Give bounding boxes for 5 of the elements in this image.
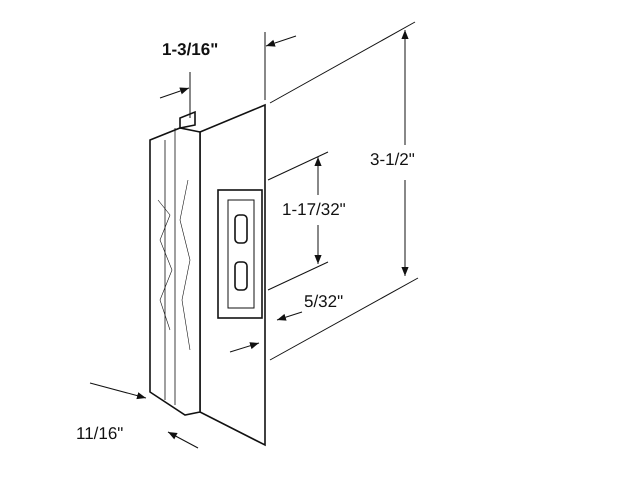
dimension-label: 11/16" xyxy=(76,424,124,444)
dimension-label: 1-3/16" xyxy=(162,40,218,60)
dimension-label: 1-17/32" xyxy=(282,200,346,220)
dimension-label: 5/32" xyxy=(304,292,344,312)
dimension-label: 3-1/2" xyxy=(370,150,415,170)
